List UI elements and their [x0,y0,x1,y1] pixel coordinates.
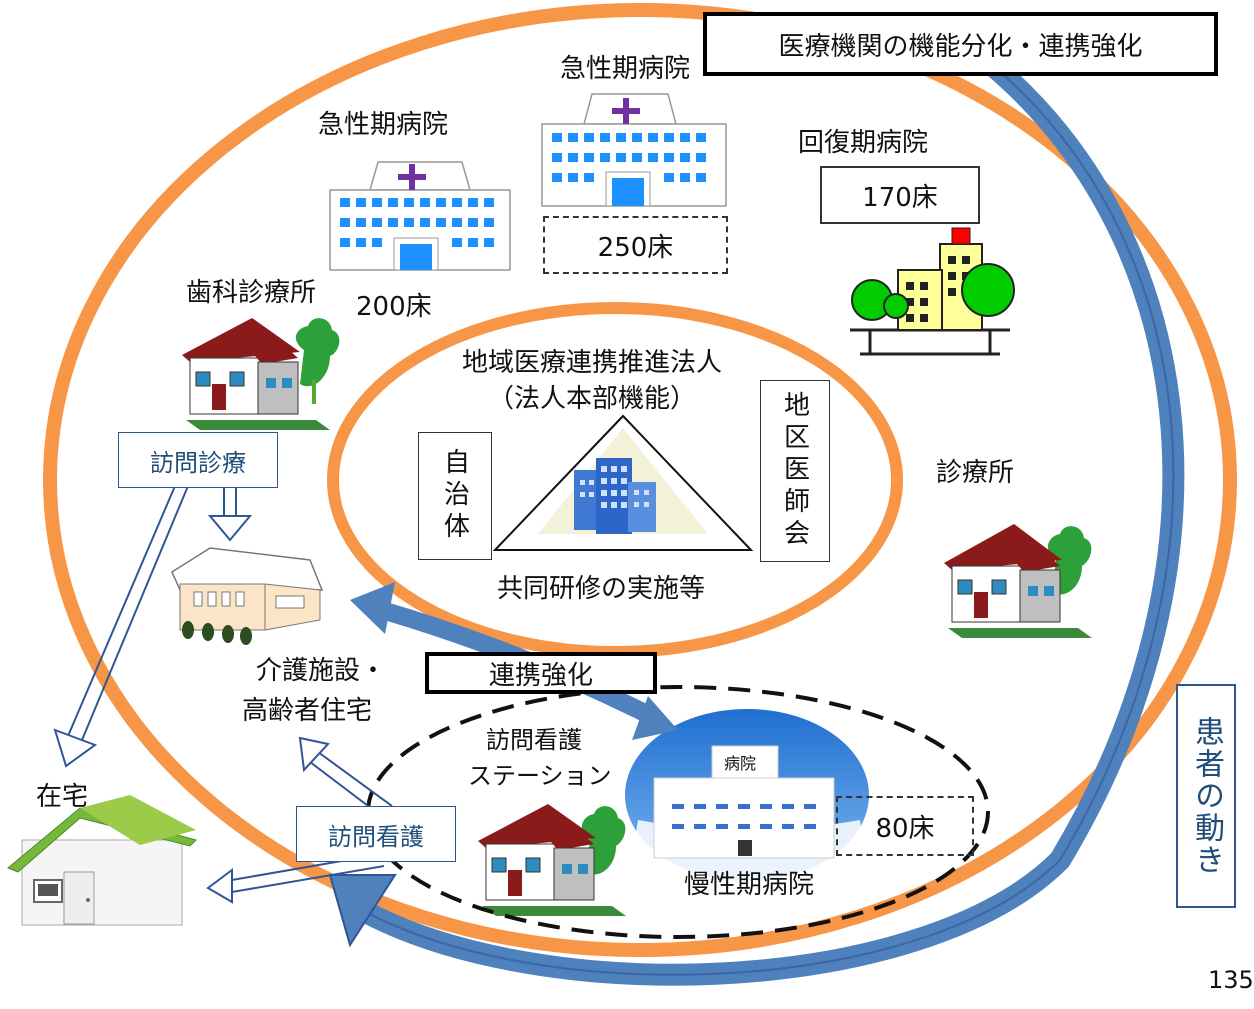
patient-flow-box: 患者の動き [1176,684,1236,908]
clinic-house-icon [944,524,1092,638]
care-facility-label-line2: 高齢者住宅 [242,696,373,726]
medical-association-box: 地区医師会 [760,380,830,562]
recovery-hospital-beds-box: 170床 [820,166,980,224]
patient-flow-arrowhead [328,874,397,948]
page-number: 135 [1208,966,1254,994]
recovery-hospital-icon [850,227,1015,356]
care-facility-icon [171,547,324,645]
acute-hospital-1-label: 急性期病院 [318,110,449,140]
acute-hospital-2-icon [541,93,727,207]
corporation-triangle [492,414,754,551]
joint-training-label: 共同研修の実施等 [497,574,706,604]
visit-medical-arrow-down [207,486,253,542]
dental-clinic-label: 歯科診療所 [186,278,317,308]
acute-hospital-2-label: 急性期病院 [560,54,691,84]
chronic-hospital-icon [625,709,869,883]
municipality-label: 自治体 [439,448,470,544]
nursing-station-label-line1: 訪問看護 [486,726,582,754]
acute-hospital-2-beds-box: 250床 [543,216,728,274]
headquarters-building-icon [574,458,656,534]
cooperation-box: 連携強化 [425,652,657,694]
visit-medical-arrow-home [53,485,189,768]
acute-hospital-1-beds: 200床 [356,292,432,322]
corporation-name: 地域医療連携推進法人 [462,348,723,378]
patient-flow-arrow-edge [344,54,1175,976]
nursing-station-label-line2: ステーション [468,762,612,790]
page-title: 医療機関の機能分化・連携強化 [778,31,1143,62]
home-icon [7,795,197,926]
chronic-hospital-beds-box: 80床 [836,796,974,856]
acute-hospital-1-icon [329,161,511,271]
title-box: 医療機関の機能分化・連携強化 [703,12,1218,76]
chronic-hospital-beds: 80床 [875,813,935,844]
chronic-hospital-label: 慢性期病院 [684,870,815,900]
cooperation-label: 連携強化 [488,660,593,691]
clinic-label: 診療所 [936,458,1015,488]
regional-boundary-ellipse [43,3,1237,957]
recovery-hospital-label: 回復期病院 [798,128,929,158]
acute-hospital-2-beds: 250床 [597,232,674,263]
visit-medical-label: 訪問診療 [150,448,246,477]
municipality-box: 自治体 [418,432,492,560]
corporation-subtitle: （法人本部機能） [488,384,697,414]
home-label: 在宅 [36,782,89,812]
nursing-station-house-icon [478,804,626,916]
dental-clinic-house-icon [182,318,340,430]
visit-medical-box: 訪問診療 [118,432,278,488]
cooperation-arrowhead-right [632,696,678,740]
visit-nursing-box: 訪問看護 [296,806,456,862]
care-facility-label-line1: 介護施設・ [256,656,387,686]
patient-flow-label: 患者の動き [1189,716,1224,876]
chronic-hospital-sign: 病院 [724,754,757,773]
cooperation-arrowhead-left [350,582,395,634]
visit-nursing-label: 訪問看護 [328,822,424,851]
recovery-hospital-beds: 170床 [862,182,938,213]
medical-association-label: 地区医師会 [779,391,810,551]
